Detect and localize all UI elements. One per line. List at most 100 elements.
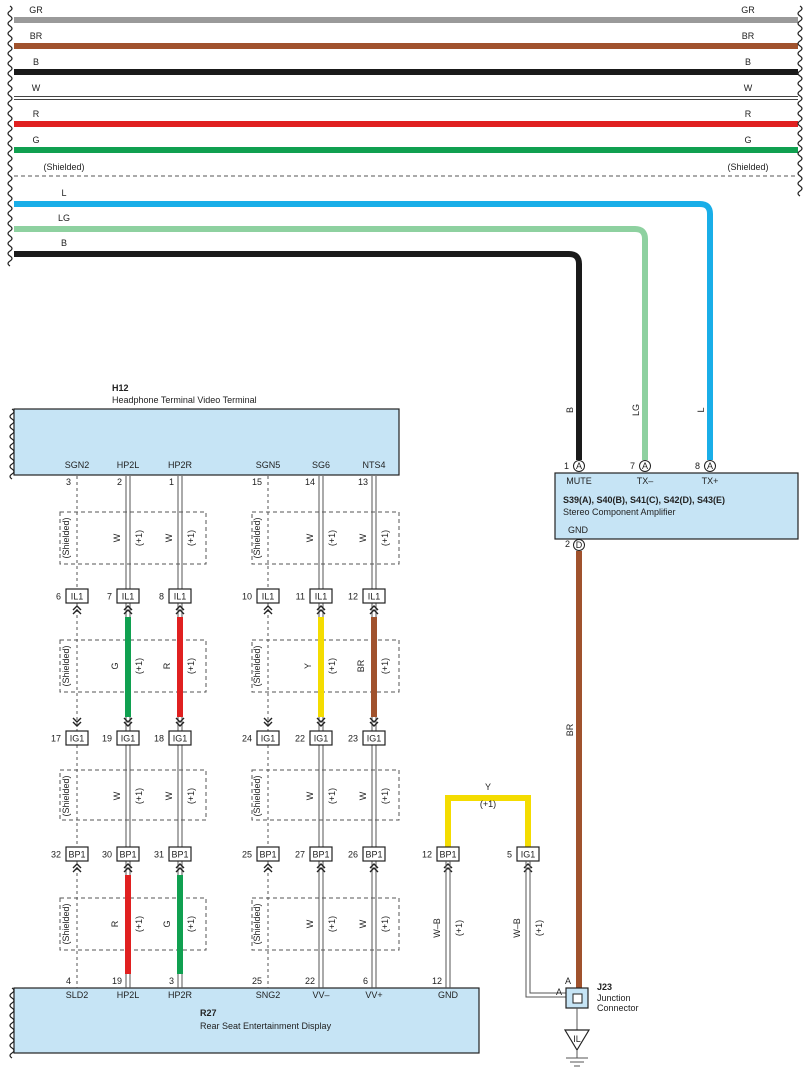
bp1-conn-5-num: 26 bbox=[348, 850, 358, 860]
gnd-right-wire-a bbox=[525, 861, 566, 998]
ig1-conn-2-label: IG1 bbox=[173, 734, 188, 744]
amp-pin-name-7: TX– bbox=[637, 476, 654, 486]
ig1-conn-0-box bbox=[65, 730, 89, 746]
ig1-chev-2 bbox=[175, 717, 185, 727]
r27-pin-num-4: 22 bbox=[305, 976, 315, 986]
bus-shielded-left: (Shielded) bbox=[43, 162, 84, 172]
r27-break bbox=[9, 987, 15, 1059]
bus-label-right-W: W bbox=[744, 83, 753, 93]
feed-wire-L bbox=[14, 201, 713, 460]
gnd-bp1-chev bbox=[443, 863, 453, 873]
bp1-chev-1 bbox=[123, 863, 133, 873]
h12-pin-name-5: NTS4 bbox=[362, 460, 385, 470]
il1-conn-0-box bbox=[65, 588, 89, 604]
seg4-col-5-note: (+1) bbox=[380, 916, 390, 932]
h12-pin-num-3: 15 bbox=[252, 477, 262, 487]
il1-chev-1 bbox=[123, 605, 133, 615]
seg1-col-0-label: (Shielded) bbox=[61, 517, 71, 558]
shield-box-seg1-0 bbox=[59, 511, 207, 565]
h12-pin-name-0: SGN2 bbox=[65, 460, 90, 470]
bp1-conn-5-label: BP1 bbox=[365, 850, 382, 860]
amp-pin-num-8: 8 bbox=[695, 461, 700, 471]
bp1-conn-2-label: BP1 bbox=[171, 850, 188, 860]
feed-label-LG: LG bbox=[58, 213, 70, 223]
seg3-col-5-note: (+1) bbox=[380, 788, 390, 804]
bp1-conn-1-box bbox=[116, 846, 140, 862]
seg1-col-1-note: (+1) bbox=[134, 530, 144, 546]
h12-box bbox=[13, 408, 400, 476]
gnd-right-wire-b bbox=[529, 861, 566, 994]
seg4-col-4-note: (+1) bbox=[327, 916, 337, 932]
h12-id: H12 bbox=[112, 383, 129, 393]
seg3-col-0-label: (Shielded) bbox=[61, 775, 71, 816]
gnd-ig1-chev bbox=[523, 863, 533, 873]
shield-box-seg2-0 bbox=[59, 639, 207, 693]
bp1-chev-3 bbox=[263, 863, 273, 873]
il1-conn-4-label: IL1 bbox=[315, 592, 328, 602]
il1-conn-2-box bbox=[168, 588, 192, 604]
r27-pin-num-5: 6 bbox=[363, 976, 368, 986]
seg4-col-0-label: (Shielded) bbox=[61, 903, 71, 944]
ig1-conn-4-num: 22 bbox=[295, 734, 305, 744]
bus-label-left-W: W bbox=[32, 83, 41, 93]
seg4-col-1-label: R bbox=[110, 920, 120, 927]
r27-pin-name-3: SNG2 bbox=[256, 990, 281, 1000]
bus-label-left-B: B bbox=[33, 57, 39, 67]
il1-chev-0 bbox=[72, 605, 82, 615]
bus-shielded-right: (Shielded) bbox=[727, 162, 768, 172]
seg3-col-3-label: (Shielded) bbox=[252, 775, 262, 816]
feed-wire-B bbox=[14, 251, 582, 460]
bp1-conn-0-box bbox=[65, 846, 89, 862]
amp-pin-8-circle bbox=[704, 460, 716, 472]
seg1-col-2-note: (+1) bbox=[186, 530, 196, 546]
il1-conn-3-label: IL1 bbox=[262, 592, 275, 602]
ig1-chev-4 bbox=[316, 717, 326, 727]
bus-label-right-GR: GR bbox=[741, 5, 755, 15]
bp1-conn-3-box bbox=[256, 846, 280, 862]
ig1-conn-4-box bbox=[309, 730, 333, 746]
gnd-left-wire-label: W–B bbox=[432, 918, 442, 938]
gnd-link-note: (+1) bbox=[480, 799, 496, 809]
il1-conn-1-box bbox=[116, 588, 140, 604]
il1-conn-3-num: 10 bbox=[242, 592, 252, 602]
seg1-col-4-note: (+1) bbox=[327, 530, 337, 546]
h12-pin-name-1: HP2L bbox=[117, 460, 140, 470]
gnd-bp1-conn-label: BP1 bbox=[439, 850, 456, 860]
ground-triangle bbox=[563, 1029, 591, 1052]
shield-box-seg1-1 bbox=[251, 511, 400, 565]
r27-pin-num-2: 3 bbox=[169, 976, 174, 986]
seg1-col-3-label: (Shielded) bbox=[252, 517, 262, 558]
gnd-ig1-conn-num: 5 bbox=[507, 850, 512, 860]
amp-pin-7-circle bbox=[639, 460, 651, 472]
bp1-conn-0-label: BP1 bbox=[68, 850, 85, 860]
bp1-conn-4-num: 27 bbox=[295, 850, 305, 860]
ig1-conn-3-box bbox=[256, 730, 280, 746]
seg2-col-4-label: Y bbox=[303, 663, 313, 669]
j23-name2: Connector bbox=[597, 1003, 639, 1013]
amp-pin-num-7: 7 bbox=[630, 461, 635, 471]
j23-name1: Junction bbox=[597, 993, 631, 1003]
amp-pin-1-letter: A bbox=[576, 461, 582, 471]
bp1-conn-1-num: 30 bbox=[102, 850, 112, 860]
seg2-col-5-label: BR bbox=[356, 659, 366, 672]
bp1-chev-5 bbox=[369, 863, 379, 873]
seg1-col-4-label: W bbox=[305, 533, 315, 542]
amp-box bbox=[554, 472, 799, 540]
seg4-col-2-label: G bbox=[162, 920, 172, 927]
seg2-col-2-label: R bbox=[162, 662, 172, 669]
h12-pin-num-2: 1 bbox=[169, 477, 174, 487]
il1-conn-2-num: 8 bbox=[159, 592, 164, 602]
seg4-col-5-label: W bbox=[358, 919, 368, 928]
seg2-col-5-note: (+1) bbox=[380, 658, 390, 674]
amp-gnd-label: GND bbox=[568, 525, 589, 535]
seg1-col-5-label: W bbox=[358, 533, 368, 542]
bus-break-right bbox=[797, 5, 803, 197]
ig1-conn-3-num: 24 bbox=[242, 734, 252, 744]
h12-pin-name-3: SGN5 bbox=[256, 460, 281, 470]
il1-conn-2-label: IL1 bbox=[174, 592, 187, 602]
feed-label-L: L bbox=[61, 188, 66, 198]
bus-break-left bbox=[7, 5, 13, 267]
gnd-bp1-conn-num: 12 bbox=[422, 850, 432, 860]
bp1-conn-3-num: 25 bbox=[242, 850, 252, 860]
